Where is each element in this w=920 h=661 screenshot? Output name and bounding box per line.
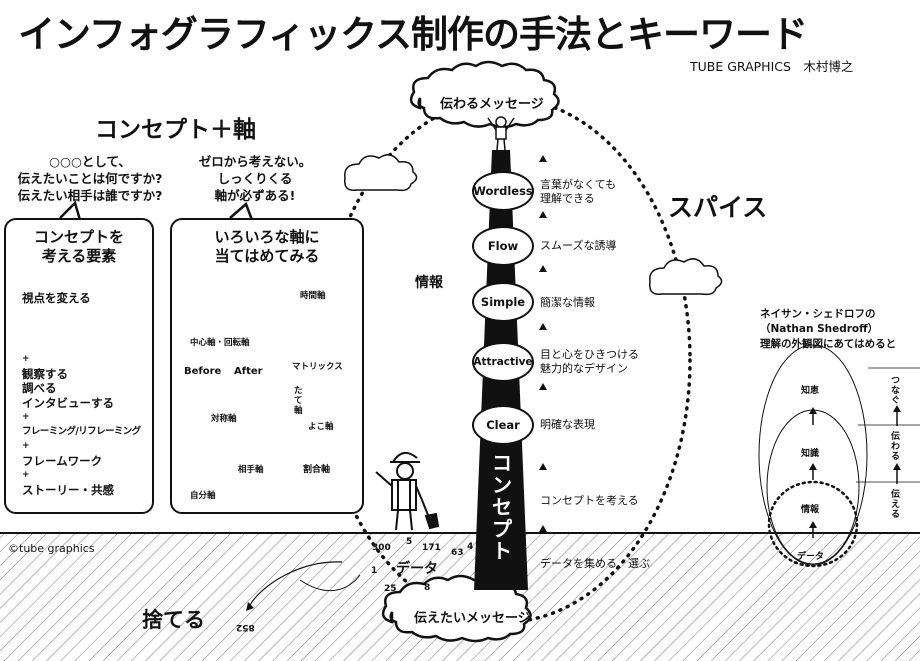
discard-arrow-2 (299, 574, 361, 591)
number-852: 852 (236, 622, 255, 632)
top-cloud-text: 伝わるメッセージ (440, 97, 544, 112)
arrow-conveyed: 伝わる (891, 432, 901, 462)
discard-label: 捨てる (142, 608, 205, 632)
axis-box-title: いろいろな軸に 当てはめてみる (214, 228, 320, 265)
concept-box (4, 218, 154, 514)
number-4: 4 (467, 542, 474, 552)
author: TUBE GRAPHICS 木村博之 (690, 59, 854, 74)
number-300: 300 (372, 543, 391, 553)
pillar-label: コンセプト (492, 451, 512, 563)
number-8: 8 (424, 583, 431, 593)
level-data: データ (797, 552, 825, 562)
bottom-cloud-shape (381, 574, 532, 643)
concept-heading: コンセプト＋軸 (95, 117, 256, 143)
concept-items: + 観察する 調べる インタビューする + フレーミング/リフレーミング + フ… (22, 354, 141, 497)
horizontal-axis-label: よこ軸 (308, 422, 334, 432)
number-5: 5 (406, 537, 413, 547)
concept-item-viewpoint: 視点を変える (22, 291, 91, 305)
self-axis-label: 自分軸 (190, 491, 216, 501)
info-label: 情報 (415, 275, 443, 291)
oval-attractive: Attractive (472, 342, 534, 382)
step-simple-text: 簡潔な情報 (540, 296, 595, 309)
step-attractive-text: 目と心をひきつける 魅力的なデザイン (540, 348, 639, 375)
partner-axis-label: 相手軸 (238, 465, 264, 475)
step-data-text: データを集める、選ぶ (540, 557, 650, 570)
center-axis-label: 中心軸・回転軸 (190, 338, 250, 348)
shedroff-caption: ネイサン・シェドロフの （Nathan Shedroff） 理解の外観図にあては… (760, 308, 897, 350)
time-axis-label: 時間軸 (300, 291, 326, 301)
number-171: 171 (422, 543, 441, 553)
arrow-convey: 伝える (891, 490, 901, 520)
step-markers (539, 155, 547, 532)
number-1: 1 (371, 566, 378, 576)
bottom-cloud-text: 伝えたいメッセージ (414, 611, 531, 626)
cloud-left (344, 154, 418, 192)
arrow-connect: つなぐ (891, 376, 901, 406)
step-concept-text: コンセプトを考える (540, 494, 639, 507)
person-top-icon (487, 116, 515, 151)
level-information: 情報 (801, 505, 820, 515)
step-flow-text: スムーズな誘導 (540, 239, 617, 252)
level-wisdom: 知恵 (801, 386, 820, 396)
oval-simple: Simple (472, 282, 534, 322)
mid-speech: ゼロから考えない。 しっくりくる 軸が必ずある! (198, 154, 312, 203)
oval-wordless: Wordless (472, 171, 534, 211)
oval-flow: Flow (472, 226, 534, 266)
cloud-right (649, 258, 723, 296)
step-clear-text: 明確な表現 (540, 418, 595, 431)
matrix-label: マトリックス (292, 362, 343, 372)
symmetry-label: 対称軸 (211, 414, 237, 424)
vertical-axis-label: たて軸 (294, 386, 303, 416)
top-cloud-shape (409, 60, 560, 129)
worker-icon (375, 451, 440, 531)
data-label: データ (396, 561, 438, 577)
discard-arrow (249, 561, 343, 606)
after-label: After (234, 366, 263, 377)
axis-box (170, 218, 364, 514)
step-wordless-text: 言葉がなくても 理解できる (540, 178, 617, 205)
copyright: ©tube graphics (8, 542, 95, 555)
left-speech: ○○○として、 伝えたいことは何ですか? 伝えたい相手は誰ですか? (17, 154, 163, 203)
before-label: Before (184, 366, 222, 377)
number-25: 25 (384, 584, 397, 594)
number-63: 63 (451, 548, 464, 558)
oval-clear: Clear (472, 405, 534, 445)
spice-label: スパイス (668, 193, 768, 222)
page-title: インフォグラフィックス制作の手法とキーワード (18, 13, 808, 56)
ratio-axis-label: 割合軸 (303, 465, 331, 475)
level-knowledge: 知識 (801, 449, 820, 459)
concept-box-title: コンセプトを 考える要素 (33, 228, 124, 265)
